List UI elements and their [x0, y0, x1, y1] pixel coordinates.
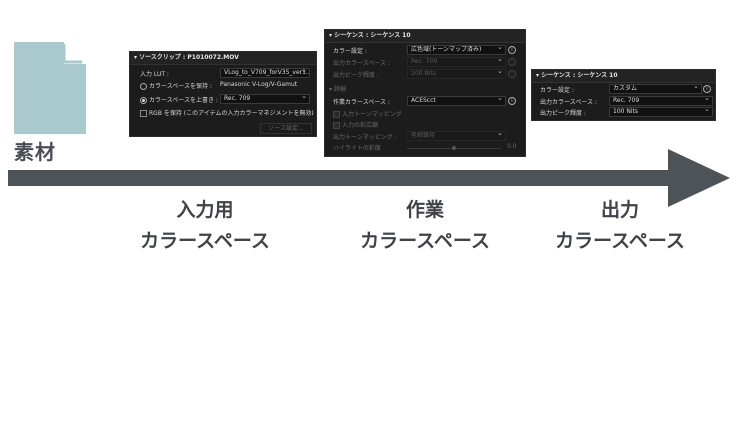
color-setting-select[interactable]: 広色域(トーンマップ済み) — [407, 45, 506, 55]
input-wide-checkbox[interactable] — [333, 122, 340, 129]
input-tonemap-checkbox[interactable] — [333, 111, 340, 118]
input-lut-label: 入力 LUT : — [140, 71, 169, 78]
stage-working-label: 作業カラースペース — [360, 199, 490, 252]
input-lut-select[interactable]: VLog_to_V709_forV35_ver1... — [220, 68, 310, 78]
preserve-colorspace-value: Panasonic V-Log/V-Gamut — [220, 81, 298, 88]
input-tonemap-label: 入力トーンマッピング — [342, 111, 402, 118]
output-tonemap-label: 出力トーンマッピング : — [333, 134, 397, 141]
output-color-setting-label: カラー設定 : — [540, 87, 574, 94]
detail-section-header: ▾ 詳細 — [329, 86, 346, 93]
source-clip-title: ▾ ソースクリップ : P1010072.MOV — [130, 52, 316, 65]
source-settings-button[interactable]: ソース設定... — [260, 123, 312, 134]
override-colorspace-select[interactable]: Rec. 709 — [220, 94, 310, 104]
preserve-rgb-checkbox[interactable] — [140, 110, 147, 117]
output-panel-cs-label: 出力カラースペース : — [540, 99, 597, 106]
output-peak-select[interactable]: 100 Nits — [407, 69, 506, 79]
highlight-value: 0.0 — [507, 143, 517, 150]
output-panel-peak-select[interactable]: 100 Nits — [609, 107, 713, 117]
output-peak-label: 出力ピーク輝度 : — [333, 72, 379, 79]
output-cs-info-icon[interactable]: i — [508, 58, 516, 66]
work-cs-label: 作業カラースペース : — [333, 99, 390, 106]
preserve-rgb-label: RGB を保持 (このアイテムの入力カラーマネジメントを無効に... — [149, 110, 314, 117]
sequence-title: ▾ シーケンス : シーケンス 10 — [325, 30, 525, 43]
output-cs-select[interactable]: Rec. 709 — [407, 57, 506, 67]
color-setting-label: カラー設定 : — [333, 48, 367, 55]
work-cs-select[interactable]: ACEScct — [407, 96, 506, 106]
highlight-label: ハイライトの彩度 — [333, 145, 381, 152]
sequence-settings-panel: ▾ シーケンス : シーケンス 10 カラー設定 : 広色域(トーンマップ済み)… — [324, 29, 526, 157]
stage-output-label: 出力カラースペース — [555, 199, 685, 252]
input-wide-label: 入力の彩広縮 — [342, 122, 379, 129]
output-sequence-panel: ▾ シーケンス : シーケンス 10 カラー設定 : カスタム i 出力カラース… — [531, 69, 716, 121]
output-cs-label: 出力カラースペース : — [333, 60, 390, 67]
preserve-colorspace-radio[interactable] — [140, 83, 147, 90]
output-panel-cs-select[interactable]: Rec. 709 — [609, 96, 713, 106]
workflow-arrow — [8, 149, 730, 207]
output-color-setting-select[interactable]: カスタム — [609, 84, 702, 94]
override-colorspace-label: カラースペースを上書き : — [149, 97, 218, 104]
preserve-colorspace-label: カラースペースを保持 : — [149, 83, 212, 90]
output-peak-info-icon[interactable]: i — [508, 70, 516, 78]
output-color-setting-info-icon[interactable]: i — [703, 85, 711, 93]
stage-input-label: 入力用カラースペース — [140, 199, 270, 252]
highlight-slider-knob[interactable] — [452, 146, 456, 150]
work-cs-info-icon[interactable]: i — [508, 97, 516, 105]
output-sequence-title: ▾ シーケンス : シーケンス 10 — [532, 70, 715, 83]
color-setting-info-icon[interactable]: i — [508, 46, 516, 54]
material-label: 素材 — [14, 140, 56, 164]
output-tonemap-select[interactable]: 色相保持 — [407, 131, 506, 141]
file-icon — [14, 42, 86, 134]
override-colorspace-radio[interactable] — [140, 97, 147, 104]
output-panel-peak-label: 出力ピーク輝度 : — [540, 110, 586, 117]
source-clip-panel: ▾ ソースクリップ : P1010072.MOV 入力 LUT : VLog_t… — [129, 51, 317, 137]
